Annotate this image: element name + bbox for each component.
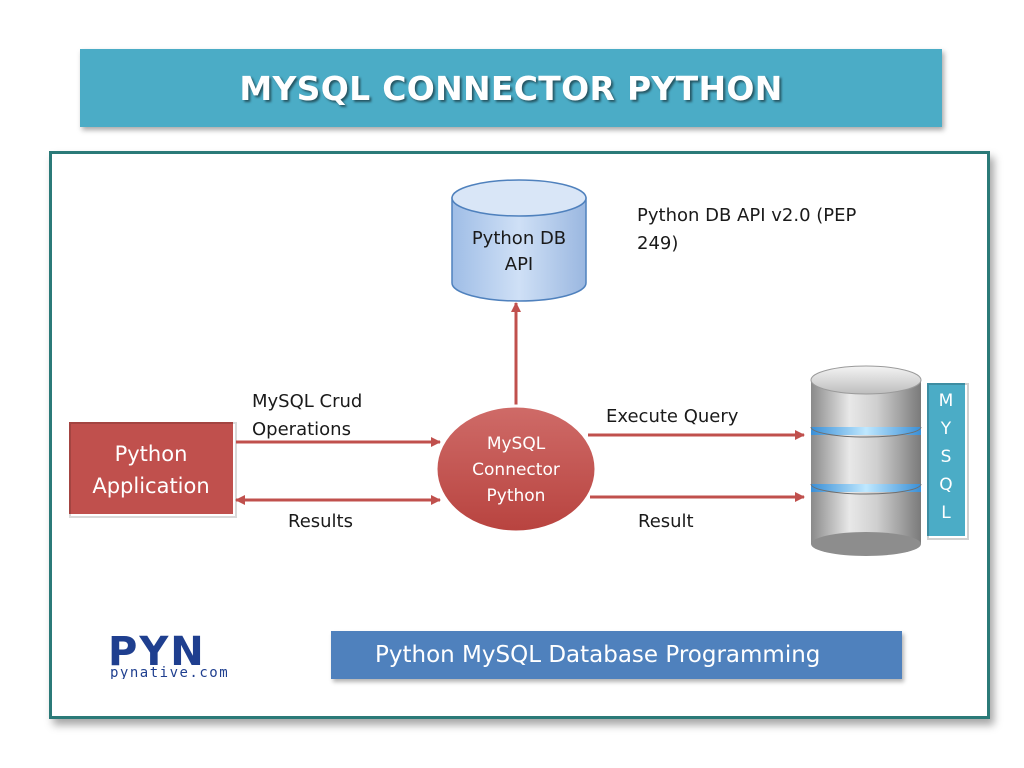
connector-label-1: MySQL bbox=[487, 434, 546, 454]
mysql-letter: M bbox=[939, 391, 954, 411]
db-api-note-2: 249) bbox=[637, 233, 678, 254]
mysql-letter: S bbox=[941, 447, 952, 467]
mysql-letter: Q bbox=[939, 475, 952, 495]
footer-banner-text: Python MySQL Database Programming bbox=[375, 642, 821, 668]
mysql-connector-ellipse: MySQL Connector Python bbox=[434, 404, 598, 534]
logo-domain: pynative.com bbox=[110, 665, 229, 679]
mysql-vertical-tag: M Y S Q L bbox=[925, 381, 969, 540]
execute-query-label: Execute Query bbox=[606, 406, 739, 427]
result-label: Result bbox=[638, 511, 694, 532]
db-api-note-1: Python DB API v2.0 (PEP bbox=[637, 205, 856, 226]
python-application-box: Python Application bbox=[67, 420, 237, 518]
database-server-icon bbox=[810, 365, 922, 556]
footer-banner: Python MySQL Database Programming bbox=[331, 631, 902, 679]
mysql-letter: L bbox=[941, 503, 951, 523]
results-label: Results bbox=[288, 511, 353, 532]
page-title: MYSQL CONNECTOR PYTHON bbox=[239, 68, 783, 108]
mysql-letter: Y bbox=[940, 419, 952, 439]
title-banner: MYSQL CONNECTOR PYTHON bbox=[80, 49, 942, 127]
python-app-label-1: Python bbox=[115, 442, 188, 466]
db-api-label-2: API bbox=[505, 254, 533, 275]
db-api-cylinder: Python DB API bbox=[451, 179, 587, 302]
db-api-label-1: Python DB bbox=[472, 228, 566, 249]
pynative-logo: PYN pynative.com bbox=[108, 631, 229, 679]
connector-label-2: Connector bbox=[472, 460, 560, 480]
connector-label-3: Python bbox=[487, 486, 546, 506]
logo-letters: PYN bbox=[108, 631, 206, 675]
python-app-label-2: Application bbox=[92, 474, 209, 498]
crud-label-2: Operations bbox=[252, 419, 351, 440]
crud-label-1: MySQL Crud bbox=[252, 391, 362, 412]
